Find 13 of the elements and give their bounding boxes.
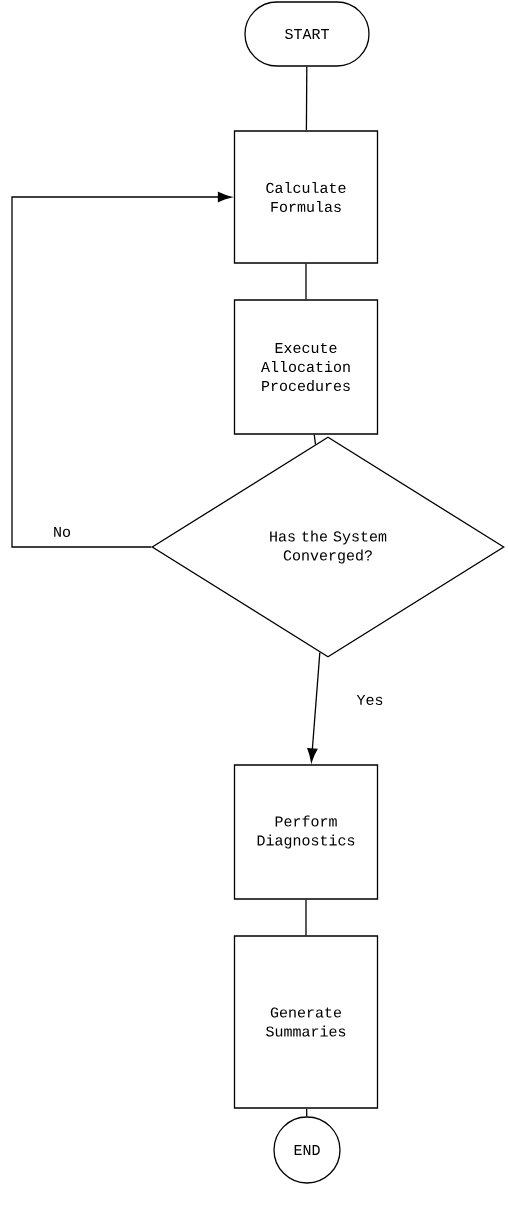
process-box: Generate Summaries [233, 935, 379, 1109]
arrow [307, 651, 321, 763]
connector-line [305, 899, 307, 936]
edge-label: No [52, 526, 72, 538]
connector-line [305, 263, 307, 300]
connector-line [305, 66, 308, 131]
arrow [11, 191, 232, 548]
process-box: Perform Diagnostics [233, 764, 379, 900]
connector-line [313, 434, 317, 445]
process-box: Execute Allocation Procedures [233, 299, 379, 435]
connector-line [306, 1108, 308, 1117]
process-box: Calculate Formulas [233, 130, 379, 264]
edge-label: Yes [355, 694, 385, 706]
